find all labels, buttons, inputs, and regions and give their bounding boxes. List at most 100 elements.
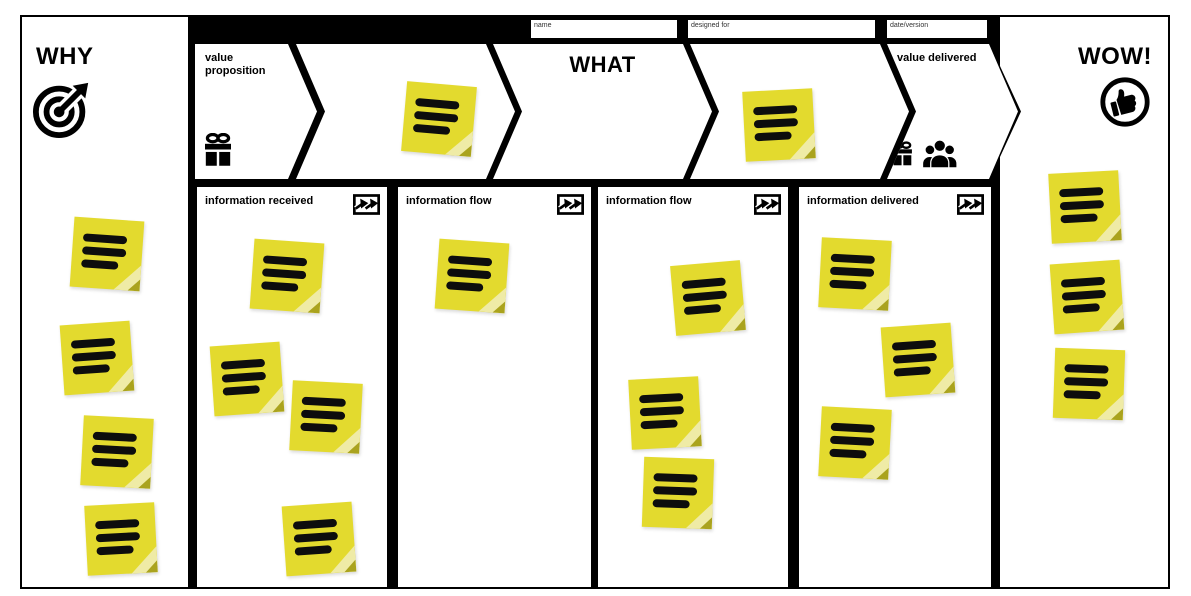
note-text-line	[91, 457, 129, 468]
note-text-line	[639, 393, 684, 404]
sticky-note-information-flow-2[interactable]	[670, 260, 746, 336]
note-text-line	[95, 532, 141, 543]
note-text-line	[683, 303, 722, 316]
note-text-line	[293, 531, 339, 543]
note-text-line	[72, 364, 111, 375]
sticky-note-information-received[interactable]	[209, 341, 285, 417]
sticky-note-why[interactable]	[69, 216, 145, 292]
sticky-note-information-delivered[interactable]	[880, 322, 956, 398]
note-text-line	[262, 255, 308, 267]
note-text-line	[829, 266, 875, 277]
value-delivered-label: value delivered	[897, 52, 977, 64]
sticky-note-why[interactable]	[59, 320, 135, 396]
note-text-line	[96, 545, 134, 556]
note-text-line	[1060, 276, 1106, 288]
wow-label: WOW!	[1078, 43, 1152, 70]
column-title: information delivered	[807, 195, 919, 207]
date-version-field[interactable]: date/version	[887, 20, 987, 38]
note-text-line	[1059, 187, 1104, 198]
note-text-line	[753, 118, 799, 129]
note-text-line	[640, 419, 678, 430]
date-version-field-label: date/version	[890, 22, 929, 29]
note-text-line	[81, 246, 127, 258]
note-text-line	[415, 97, 460, 110]
target-arrow-icon	[32, 77, 94, 144]
note-text-line	[1063, 390, 1101, 400]
sticky-note-wow[interactable]	[1049, 259, 1125, 335]
note-text-line	[446, 281, 484, 292]
column-title: information flow	[606, 195, 692, 207]
sticky-note-information-flow-2[interactable]	[628, 376, 702, 450]
note-text-line	[830, 422, 875, 434]
name-field-label: name	[534, 22, 552, 29]
gift-icon	[205, 132, 231, 171]
sticky-note-why[interactable]	[84, 502, 158, 576]
chevron-value-proposition: value proposition	[195, 44, 317, 179]
column-title: information flow	[406, 195, 492, 207]
note-text-line	[1064, 364, 1109, 374]
note-text-line	[70, 337, 116, 349]
note-text-line	[682, 290, 728, 303]
sticky-note-information-delivered[interactable]	[818, 406, 892, 480]
note-text-line	[1060, 213, 1098, 224]
note-text-line	[221, 371, 267, 383]
column-title: information received	[205, 195, 314, 207]
note-text-line	[446, 268, 492, 280]
sticky-note-process-step-4[interactable]	[742, 88, 816, 162]
note-text-line	[413, 110, 459, 123]
flow-arrows-icon	[754, 194, 781, 220]
designed-for-field-label: designed for	[691, 22, 730, 29]
sticky-note-information-received[interactable]	[289, 380, 363, 454]
note-text-line	[652, 486, 698, 496]
note-text-line	[300, 422, 338, 433]
note-text-line	[95, 519, 140, 530]
value-proposition-label: value proposition	[205, 52, 266, 77]
note-text-line	[91, 444, 137, 455]
note-text-line	[220, 358, 266, 370]
note-text-line	[830, 253, 875, 265]
note-text-line	[893, 366, 932, 377]
note-text-line	[829, 279, 867, 290]
note-text-line	[892, 352, 938, 364]
note-text-line	[82, 233, 128, 245]
sticky-note-information-flow-1[interactable]	[434, 238, 510, 314]
note-text-line	[681, 277, 726, 290]
note-text-line	[261, 281, 299, 292]
thumbs-up-icon	[1098, 75, 1152, 134]
note-text-line	[829, 435, 875, 446]
sticky-note-why[interactable]	[80, 415, 154, 489]
note-text-line	[1059, 200, 1105, 211]
sticky-note-information-received[interactable]	[281, 501, 357, 577]
note-text-line	[81, 259, 119, 270]
designed-for-field[interactable]: designed for	[688, 20, 875, 38]
note-text-line	[754, 131, 792, 142]
note-text-line	[1062, 303, 1101, 314]
chevron-what: WHAT	[493, 44, 712, 179]
note-text-line	[1063, 377, 1109, 387]
sticky-note-information-received[interactable]	[249, 238, 325, 314]
note-text-line	[261, 268, 307, 280]
process-band: value proposition WHAT value delivered	[195, 40, 1025, 183]
note-text-line	[891, 339, 937, 351]
flow-arrows-icon	[353, 194, 380, 220]
note-text-line	[447, 255, 493, 267]
note-text-line	[652, 499, 690, 509]
sticky-note-information-delivered[interactable]	[818, 237, 892, 311]
note-text-line	[753, 105, 798, 116]
note-text-line	[639, 406, 685, 417]
sticky-note-information-flow-2[interactable]	[641, 456, 715, 530]
note-text-line	[412, 123, 451, 135]
flow-arrows-icon	[557, 194, 584, 220]
note-text-line	[71, 350, 117, 362]
note-text-line	[301, 396, 346, 408]
flow-arrows-icon	[957, 194, 984, 220]
sticky-note-process-step-2[interactable]	[401, 81, 477, 157]
sticky-note-wow[interactable]	[1052, 347, 1126, 421]
why-label: WHY	[36, 43, 94, 70]
note-text-line	[92, 431, 137, 443]
sticky-note-wow[interactable]	[1048, 170, 1122, 244]
name-field[interactable]: name	[531, 20, 677, 38]
canvas-frame	[20, 15, 1170, 589]
note-text-line	[292, 518, 338, 530]
